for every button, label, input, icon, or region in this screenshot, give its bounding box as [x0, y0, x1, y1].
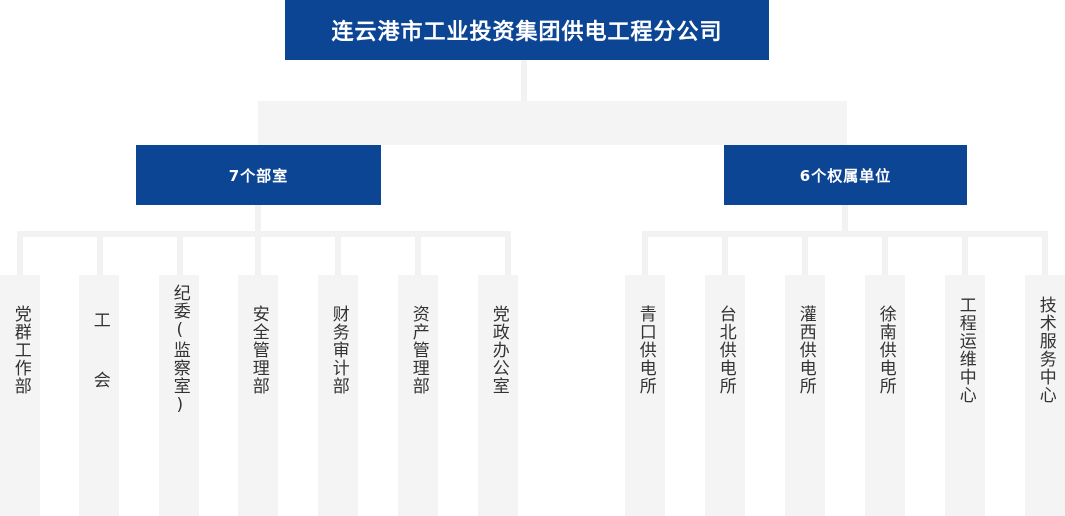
leaf-label: 党群工作部	[10, 304, 31, 395]
connector-departments-drop-2	[97, 231, 103, 277]
group-node-subsidiaries[interactable]: 6个权属单位	[724, 145, 967, 205]
leaf-label: 徐南供电所	[875, 304, 896, 395]
leaf-node-gongcheng-yunwei-zhongxin[interactable]: 工程运维中心	[945, 275, 985, 516]
group-node-departments[interactable]: 7个部室	[136, 145, 381, 205]
leaf-node-gonghui[interactable]: 工 会	[79, 275, 119, 516]
leaf-label: 青口供电所	[635, 304, 656, 395]
root-node-company[interactable]: 连云港市工业投资集团供电工程分公司	[285, 0, 769, 60]
connector-departments-bar	[17, 231, 511, 237]
connector-departments-drop-6	[415, 231, 421, 277]
leaf-label: 纪委(监察室)	[169, 283, 190, 416]
connector-subsidiaries-drop-2	[722, 231, 728, 277]
leaf-label: 工 会	[89, 310, 110, 389]
connector-subsidiaries-stem	[842, 205, 848, 233]
connector-departments-drop-7	[505, 231, 511, 277]
leaf-node-zichan-guanlibu[interactable]: 资产管理部	[398, 275, 438, 516]
leaf-node-caiwu-shenjibu[interactable]: 财务审计部	[318, 275, 358, 516]
connector-subsidiaries-drop-1	[642, 231, 648, 277]
leaf-label: 安全管理部	[248, 304, 269, 395]
connector-subsidiaries-drop-4	[882, 231, 888, 277]
connector-subsidiaries-drop-3	[802, 231, 808, 277]
connector-departments-drop-1	[17, 231, 23, 277]
leaf-label: 资产管理部	[408, 304, 429, 395]
leaf-label: 党政办公室	[488, 304, 509, 395]
leaf-node-jishu-fuwu-zhongxin[interactable]: 技术服务中心	[1025, 275, 1065, 516]
leaf-node-anquan-guanlibu[interactable]: 安全管理部	[238, 275, 278, 516]
leaf-label: 台北供电所	[715, 304, 736, 395]
leaf-node-taibei-gongdiansuo[interactable]: 台北供电所	[705, 275, 745, 516]
leaf-node-guanxi-gongdiansuo[interactable]: 灌西供电所	[785, 275, 825, 516]
connector-subsidiaries-bar	[642, 231, 1048, 237]
leaf-node-qingkou-gongdiansuo[interactable]: 青口供电所	[625, 275, 665, 516]
leaf-node-xunan-gongdiansuo[interactable]: 徐南供电所	[865, 275, 905, 516]
connector-departments-drop-4	[255, 231, 261, 277]
leaf-label: 工程运维中心	[955, 295, 976, 404]
leaf-label: 财务审计部	[328, 304, 349, 395]
leaf-node-dangzheng-bangongshi[interactable]: 党政办公室	[478, 275, 518, 516]
connector-departments-drop-3	[177, 231, 183, 277]
connector-subsidiaries-drop-6	[1042, 231, 1048, 277]
connector-subsidiaries-drop-5	[962, 231, 968, 277]
leaf-label: 技术服务中心	[1035, 295, 1056, 404]
leaf-node-dangqun-gongzuobu[interactable]: 党群工作部	[0, 275, 40, 516]
connector-departments-drop-5	[335, 231, 341, 277]
connector-root-bridge	[258, 101, 847, 145]
leaf-node-jiwei-jianchashi[interactable]: 纪委(监察室)	[159, 275, 199, 516]
leaf-label: 灌西供电所	[795, 304, 816, 395]
connector-departments-stem	[255, 205, 261, 233]
connector-root-stem	[521, 60, 527, 101]
